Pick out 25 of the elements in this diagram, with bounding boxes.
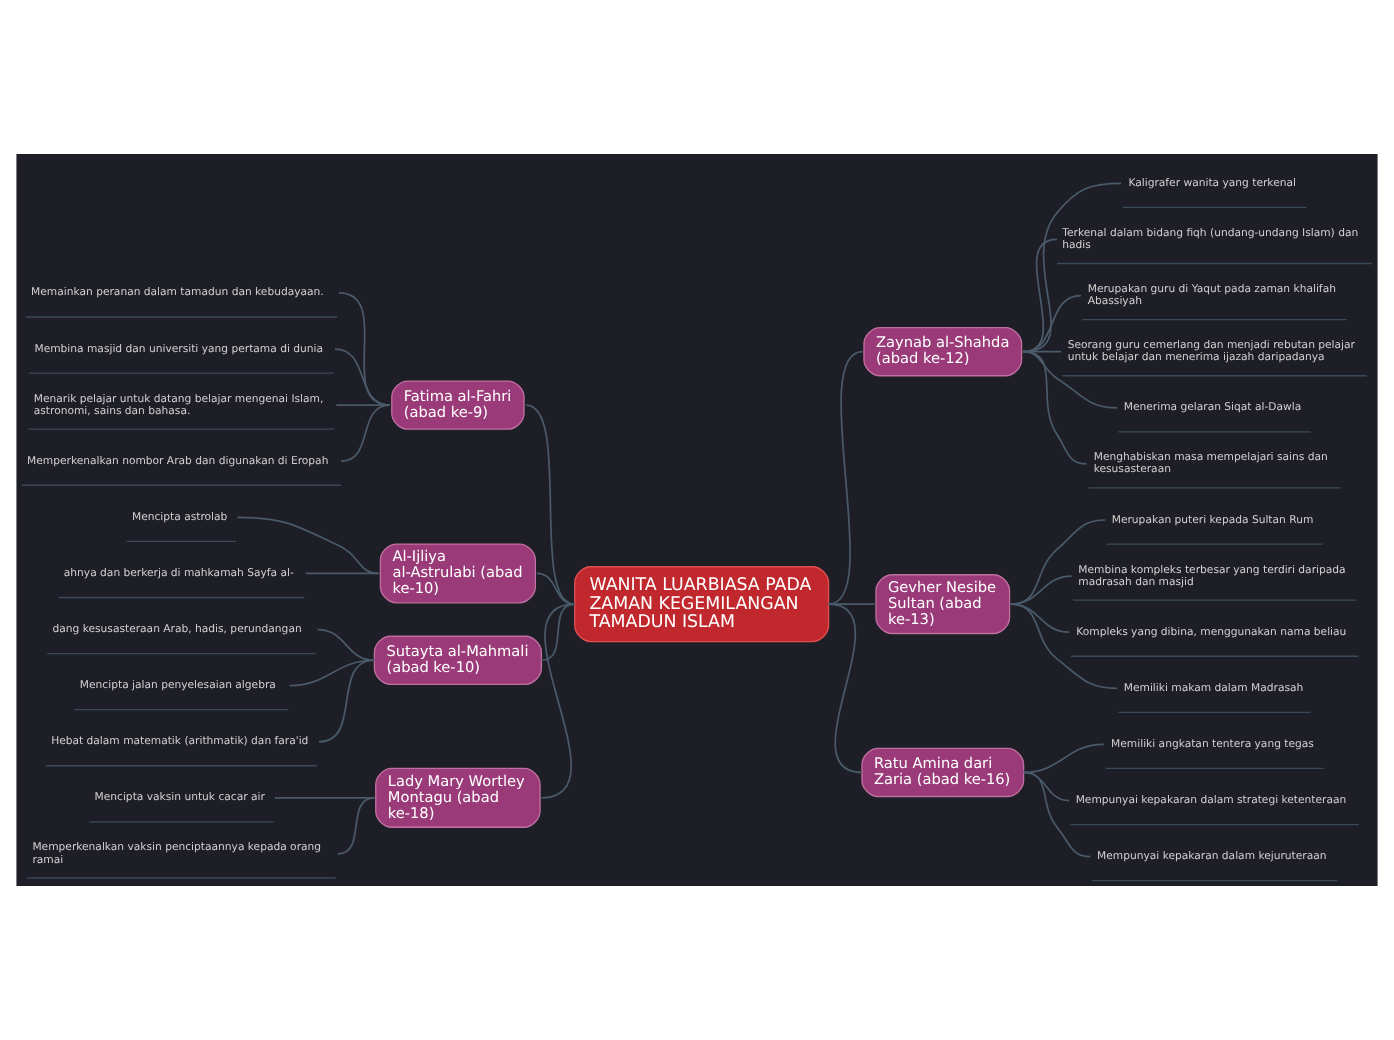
connector <box>535 572 576 605</box>
connector <box>304 572 380 575</box>
connector <box>827 603 876 605</box>
connector <box>318 659 376 743</box>
connector <box>827 350 864 605</box>
node-box: WANITA LUARBIASA PADA ZAMAN KEGEMILANGAN TAMADUN ISLAM <box>574 566 830 643</box>
connector <box>334 348 391 406</box>
connector <box>336 796 376 855</box>
connector <box>1022 743 1105 774</box>
connector <box>340 404 391 463</box>
connector <box>525 404 576 605</box>
connector <box>1022 294 1082 353</box>
connector <box>1022 350 1088 465</box>
connector <box>236 516 380 575</box>
connector <box>827 603 863 774</box>
connector <box>316 628 376 662</box>
connector <box>274 796 376 799</box>
connector <box>335 404 391 406</box>
connector <box>540 603 576 799</box>
connector <box>1022 182 1122 353</box>
connector <box>288 659 376 687</box>
connector <box>540 603 576 662</box>
connector <box>1022 771 1092 858</box>
connector <box>1010 603 1118 690</box>
connector <box>1010 519 1106 605</box>
